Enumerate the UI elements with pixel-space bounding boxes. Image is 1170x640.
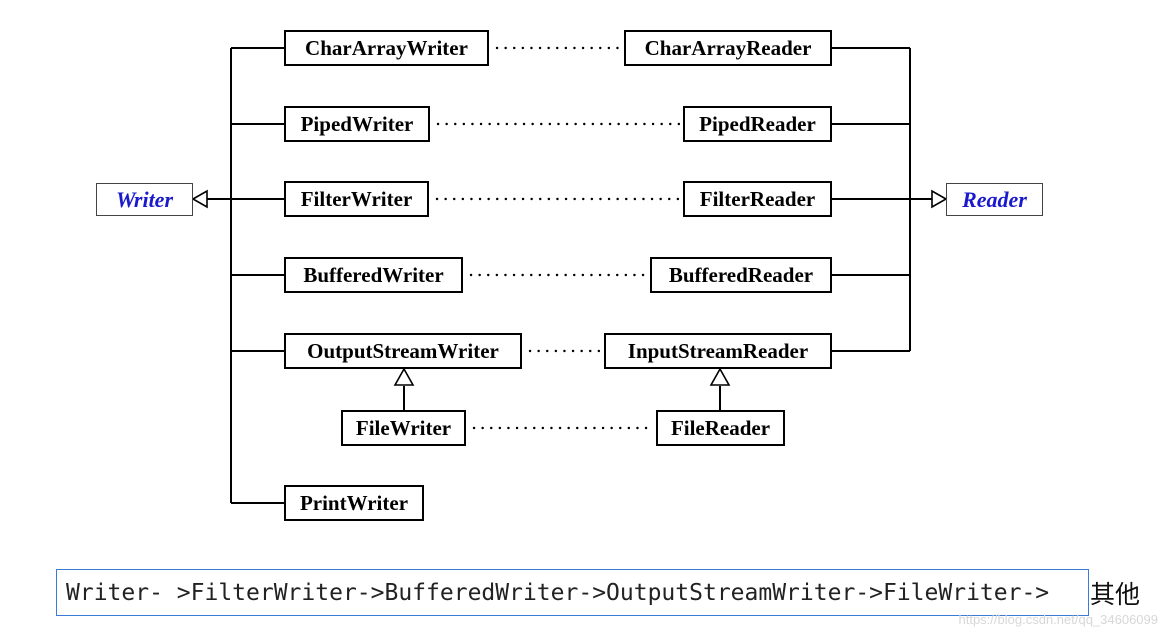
writer-chain-text: Writer- >FilterWriter->BufferedWriter->O… [66,579,1050,606]
chain-tail-text: 其他 [1090,579,1141,609]
outputstreamwriter-box: OutputStreamWriter [284,333,522,369]
filereader-inheritance-arrowhead [709,367,731,386]
filterreader-box: FilterReader [683,181,832,217]
bufferedwriter-box: BufferedWriter [284,257,463,293]
pipedwriter-box: PipedWriter [284,106,430,142]
reader-inheritance-arrowhead [931,189,948,209]
filterwriter-box: FilterWriter [284,181,429,217]
writer-chain-text-box: Writer- >FilterWriter->BufferedWriter->O… [56,569,1089,616]
reader-root-box: Reader [946,183,1043,216]
chararrayreader-box: CharArrayReader [624,30,832,66]
filereader-box: FileReader [656,410,785,446]
filewriter-inheritance-arrowhead [393,367,415,386]
watermark: https://blog.csdn.net/qq_34606099 [958,612,1159,627]
chararraywriter-box: CharArrayWriter [284,30,489,66]
pipedreader-box: PipedReader [683,106,832,142]
writer-root-box: Writer [96,183,193,216]
bufferedreader-box: BufferedReader [650,257,832,293]
writer-inheritance-arrowhead [191,189,208,209]
filewriter-box: FileWriter [341,410,466,446]
inputstreamreader-box: InputStreamReader [604,333,832,369]
printwriter-box: PrintWriter [284,485,424,521]
